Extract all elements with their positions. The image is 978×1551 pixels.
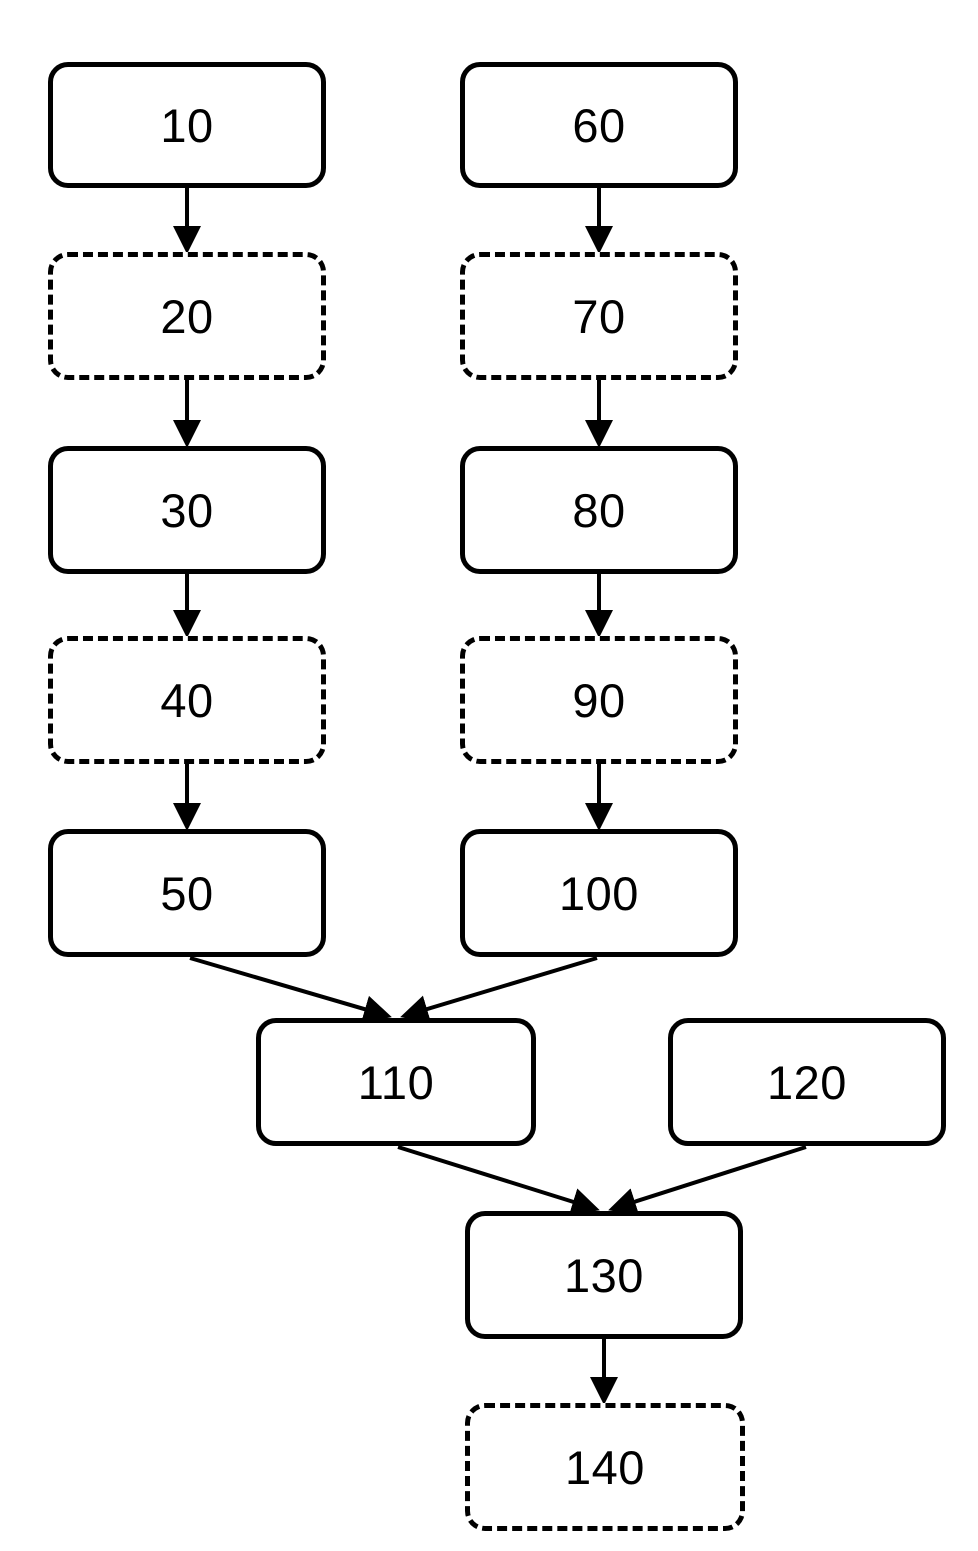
edge-n50-to-n110 xyxy=(189,956,392,1023)
node-label: 140 xyxy=(565,1440,645,1494)
node-30[interactable]: 30 xyxy=(48,446,326,574)
node-label: 120 xyxy=(767,1055,847,1109)
node-130[interactable]: 130 xyxy=(465,1211,743,1339)
node-label: 110 xyxy=(357,1055,435,1109)
node-label: 90 xyxy=(572,673,626,727)
node-label: 20 xyxy=(160,289,214,343)
node-label: 40 xyxy=(160,673,214,727)
node-50[interactable]: 50 xyxy=(48,829,326,957)
node-20[interactable]: 20 xyxy=(48,252,326,380)
node-label: 80 xyxy=(572,483,626,537)
node-100[interactable]: 100 xyxy=(460,829,738,957)
node-label: 30 xyxy=(160,483,214,537)
edge-n120-to-n130 xyxy=(608,1145,807,1216)
node-label: 10 xyxy=(160,98,214,152)
edge-n110-to-n130 xyxy=(397,1145,600,1216)
node-label: 50 xyxy=(160,866,214,920)
node-60[interactable]: 60 xyxy=(460,62,738,188)
node-120[interactable]: 120 xyxy=(668,1018,946,1146)
node-10[interactable]: 10 xyxy=(48,62,326,188)
node-110[interactable]: 110 xyxy=(256,1018,536,1146)
node-70[interactable]: 70 xyxy=(460,252,738,380)
node-label: 70 xyxy=(572,289,626,343)
node-label: 60 xyxy=(572,98,626,152)
node-90[interactable]: 90 xyxy=(460,636,738,764)
node-label: 100 xyxy=(559,866,639,920)
node-label: 130 xyxy=(564,1248,644,1302)
node-140[interactable]: 140 xyxy=(465,1403,745,1531)
node-80[interactable]: 80 xyxy=(460,446,738,574)
node-40[interactable]: 40 xyxy=(48,636,326,764)
edge-n100-to-n110 xyxy=(400,956,598,1023)
